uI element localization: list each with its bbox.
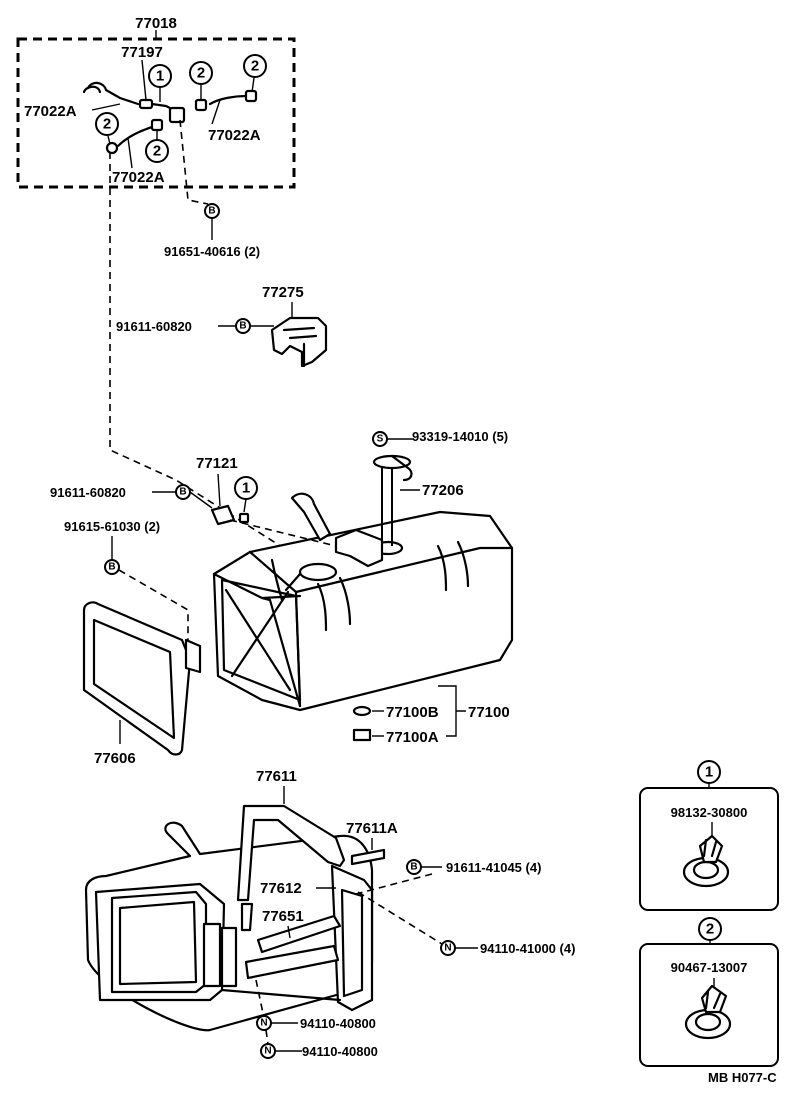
hose-group-77018: 77018 77197 77022A 77022A 77022A 1 xyxy=(16,15,296,189)
svg-text:2: 2 xyxy=(251,58,259,75)
label-77612: 77612 xyxy=(260,880,302,897)
label-94110-40800-a: 94110-40800 xyxy=(300,1016,376,1031)
pin-77611a xyxy=(350,848,386,866)
label-77018: 77018 xyxy=(135,15,177,32)
svg-text:N: N xyxy=(264,1046,271,1057)
label-77275: 77275 xyxy=(262,284,304,301)
label-93319: 93319-14010 (5) xyxy=(412,429,508,444)
svg-text:S: S xyxy=(377,434,384,445)
svg-text:1: 1 xyxy=(242,480,250,497)
svg-text:2: 2 xyxy=(153,143,161,160)
svg-text:2: 2 xyxy=(706,921,714,938)
label-77206: 77206 xyxy=(422,482,464,499)
drain-plug-group: 77100B 77100A 77100 xyxy=(352,685,510,746)
label-77022a-left: 77022A xyxy=(24,103,77,120)
svg-text:N: N xyxy=(260,1018,267,1029)
label-77121: 77121 xyxy=(196,455,238,472)
clamp-callout-2-a: 2 xyxy=(189,61,213,100)
screw-93319-14010: S 93319-14010 (5) xyxy=(372,429,508,447)
svg-text:1: 1 xyxy=(705,764,713,781)
label-91611-60820-b: 91611-60820 xyxy=(50,485,126,500)
bracket-77275: 77275 91611-60820 B xyxy=(116,284,328,368)
svg-text:B: B xyxy=(410,862,417,873)
bolt-91651-40616: B 91651-40616 (2) xyxy=(164,119,260,259)
clamp-callout-2-b: 2 xyxy=(243,54,267,93)
strap-77611 xyxy=(236,804,346,902)
vent-valve xyxy=(168,106,186,124)
label-94110-40800-b: 94110-40800 xyxy=(302,1044,378,1059)
label-77022a-right: 77022A xyxy=(208,127,261,144)
clamp-detail-1: 1 98132-30800 xyxy=(639,760,779,911)
label-94110-41000: 94110-41000 (4) xyxy=(480,941,575,956)
svg-text:B: B xyxy=(179,487,186,498)
svg-text:N: N xyxy=(444,943,451,954)
fuel-tank-77100 xyxy=(212,492,514,712)
svg-text:B: B xyxy=(108,562,115,573)
svg-text:B: B xyxy=(208,206,215,217)
svg-text:2: 2 xyxy=(197,65,205,82)
label-77606: 77606 xyxy=(94,750,136,767)
svg-text:B: B xyxy=(239,321,246,332)
label-90467-13007: 90467-13007 xyxy=(671,960,748,975)
clamp-callout-2-d: 2 xyxy=(145,130,169,163)
label-77651: 77651 xyxy=(262,908,304,925)
clamp-callout-1-top: 1 xyxy=(148,64,172,102)
filler-neck xyxy=(290,492,332,542)
drawing-code: MB H077-C xyxy=(708,1070,777,1085)
tank-body xyxy=(212,510,514,712)
svg-text:1: 1 xyxy=(156,68,164,85)
crossmember-77651 xyxy=(256,914,342,954)
svg-text:2: 2 xyxy=(103,116,111,133)
label-77100b: 77100B xyxy=(386,704,439,721)
filler-opening xyxy=(298,562,338,582)
hose-right xyxy=(208,94,248,106)
label-77022a-bottom: 77022A xyxy=(112,169,165,186)
bolt-91615-61030: 91615-61030 (2) B xyxy=(64,519,189,640)
hose-left xyxy=(86,81,140,106)
protector-77606: 77606 xyxy=(82,601,202,767)
label-91615: 91615-61030 (2) xyxy=(64,519,160,534)
fitting-right xyxy=(194,98,208,112)
dashed-line-hose-to-tank xyxy=(109,152,291,553)
label-91651: 91651-40616 (2) xyxy=(164,244,260,259)
label-77611: 77611 xyxy=(256,768,297,785)
lower-bracket-assembly: 77611 77611A 77612 77651 B xyxy=(84,768,575,1059)
label-91611-41045: 91611-41045 (4) xyxy=(446,860,541,875)
label-77100: 77100 xyxy=(468,704,510,721)
sender-gauge-77206: 77206 xyxy=(372,454,464,546)
label-98132-30800: 98132-30800 xyxy=(671,805,748,820)
clamp-callout-2-c: 2 xyxy=(95,112,119,145)
label-77611a: 77611A xyxy=(346,820,398,837)
clamp-detail-2: 2 90467-13007 xyxy=(639,917,779,1067)
label-91611-60820-a: 91611-60820 xyxy=(116,319,192,334)
part-77121: 77121 1 xyxy=(196,455,337,547)
label-77197: 77197 xyxy=(121,44,163,61)
label-77100a: 77100A xyxy=(386,729,439,746)
bolt-91611-60820-b: 91611-60820 B xyxy=(50,484,213,509)
connector-77197 xyxy=(138,98,154,110)
